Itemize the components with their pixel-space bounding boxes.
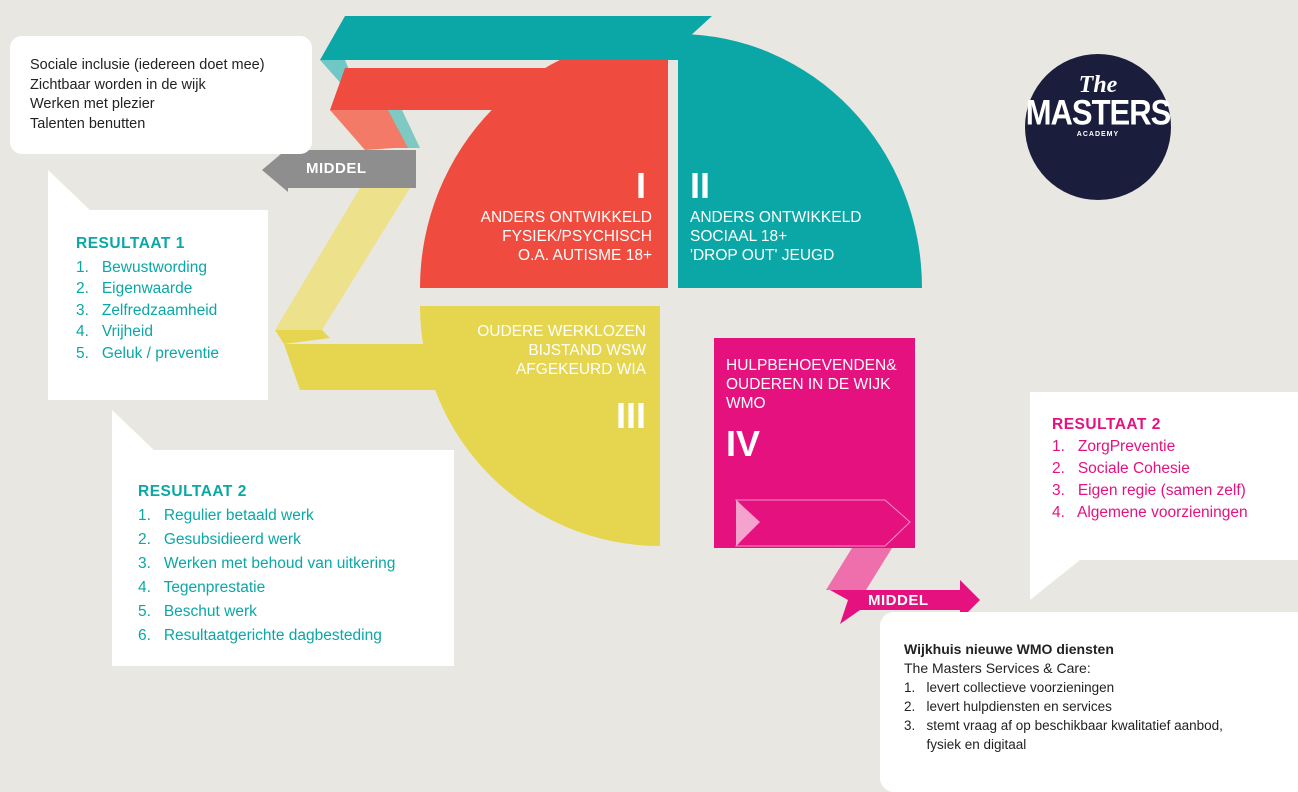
yellow-ribbon — [284, 344, 520, 390]
quadrant-1-line: FYSIEK/PSYCHISCH — [502, 228, 652, 245]
wijkhuis-item: fysiek en digitaal — [904, 737, 1027, 752]
middel-right-box — [830, 580, 980, 624]
yellow-band-lower — [275, 330, 330, 344]
quadrant-4-line: WMO — [726, 395, 766, 412]
top-goals-list: Sociale inclusie (iedereen doet mee) Zic… — [30, 56, 265, 134]
resultaat-2-right-item: 2. Sociale Cohesie — [1052, 460, 1190, 477]
resultaat-1-item: 2. Eigenwaarde — [76, 280, 193, 297]
quadrant-1-line: ANDERS ONTWIKKELD — [480, 209, 652, 226]
top-ribbon — [320, 16, 712, 60]
logo-masters: MASTERS — [1025, 92, 1172, 133]
pink-diagonal — [826, 548, 892, 590]
quadrant-2-line: ANDERS ONTWIKKELD — [690, 209, 862, 226]
quadrant-2-text: ANDERS ONTWIKKELD SOCIAAL 18+ 'DROP OUT'… — [690, 208, 861, 265]
quadrant-1-text: ANDERS ONTWIKKELD FYSIEK/PSYCHISCH O.A. … — [481, 208, 652, 265]
quadrant-2-line: 'DROP OUT' JEUGD — [690, 247, 835, 264]
quadrant-3-numeral: III — [615, 395, 646, 436]
resultaat-2-left-title: RESULTAAT 2 — [138, 483, 247, 500]
resultaat-2-right-box — [1030, 392, 1298, 560]
bubble-tail-1 — [48, 170, 92, 212]
quadrant-2-numeral: II — [690, 165, 711, 206]
wijkhuis-subtitle: The Masters Services & Care: — [904, 660, 1091, 676]
resultaat-2-right-item: 3. Eigen regie (samen zelf) — [1052, 482, 1246, 499]
yellow-band — [275, 188, 410, 330]
pink-ribbon — [734, 499, 911, 547]
quadrant-3-line: OUDERE WERKLOZEN — [477, 323, 646, 340]
wijkhuis-title: Wijkhuis nieuwe WMO diensten — [904, 641, 1114, 657]
quadrant-4-text: HULPBEHOEVENDEN& OUDEREN IN DE WIJK WMO — [726, 356, 897, 413]
resultaat-2-right: RESULTAAT 2 1. ZorgPreventie 2. Sociale … — [1052, 414, 1248, 524]
logo-circle — [1025, 54, 1171, 200]
resultaat-1-item: 5. Geluk / preventie — [76, 344, 220, 362]
middel-left-label: MIDDEL — [306, 160, 367, 177]
pink-ribbon-inner — [736, 500, 760, 546]
resultaat-2-left-item: 6. Resultaatgerichte dagbesteding — [138, 627, 382, 644]
quadrant-1-line: O.A. AUTISME 18+ — [518, 247, 652, 264]
resultaat-1-item: 3. Zelfredzaamheid — [76, 301, 218, 319]
top-goal-item: Zichtbaar worden in de wijk — [30, 76, 206, 93]
resultaat-1: RESULTAAT 1 1. Bewustwording 2. Eigenwaa… — [76, 233, 219, 364]
resultaat-1-title: RESULTAAT 1 — [76, 235, 185, 252]
wijkhuis-item: 1. levert collectieve voorzieningen — [904, 680, 1115, 695]
bubble-tail-2 — [112, 410, 156, 452]
red-ribbon — [330, 68, 560, 110]
wijkhuis-box — [880, 612, 1298, 792]
resultaat-1-box — [48, 210, 268, 400]
resultaat-2-left-item: 5. Beschut werk — [138, 603, 257, 620]
quadrant-2-shape — [678, 34, 922, 288]
quadrant-4-numeral: IV — [726, 423, 761, 464]
logo-the: The — [1078, 72, 1118, 98]
resultaat-2-left-item: 4. Tegenprestatie — [138, 579, 266, 596]
resultaat-2-right-item: 4. Algemene voorzieningen — [1052, 504, 1248, 521]
top-goal-item: Werken met plezier — [30, 96, 155, 112]
resultaat-2-left-item: 2. Gesubsidieerd werk — [138, 531, 301, 548]
resultaat-2-left-box — [112, 450, 454, 666]
logo-academy: ACADEMY — [1076, 131, 1120, 138]
top-goal-item: Talenten benutten — [30, 115, 146, 132]
quadrant-3-line: AFGEKEURD WIA — [515, 361, 646, 378]
quadrant-4-line: HULPBEHOEVENDEN& — [726, 357, 897, 374]
quadrant-4-line: OUDEREN IN DE WIJK — [726, 376, 891, 393]
middel-left-box — [284, 150, 416, 188]
wijkhuis-item: 3. stemt vraag af op beschikbaar kwalita… — [904, 718, 1223, 733]
middel-right-label: MIDDEL — [868, 592, 929, 609]
top-goals-box — [10, 36, 312, 154]
wijkhuis: Wijkhuis nieuwe WMO diensten The Masters… — [904, 640, 1223, 754]
quadrant-2-line: SOCIAAL 18+ — [690, 228, 788, 245]
red-ribbon-tip — [388, 110, 420, 148]
resultaat-2-left-item: 1. Regulier betaald werk — [138, 507, 314, 524]
quadrant-1-shape — [420, 34, 668, 288]
logo: The MASTERS ACADEMY — [1025, 72, 1172, 140]
resultaat-2-left-item: 3. Werken met behoud van uitkering — [138, 555, 396, 572]
quadrant-1-numeral: I — [636, 165, 647, 206]
quadrant-3-text: OUDERE WERKLOZEN BIJSTAND WSW AFGEKEURD … — [477, 322, 646, 379]
top-goal-item: Sociale inclusie (iedereen doet mee) — [30, 57, 265, 73]
resultaat-2-right-item: 1. ZorgPreventie — [1052, 438, 1176, 455]
quadrant-3-line: BIJSTAND WSW — [528, 342, 646, 359]
resultaat-2-right-title: RESULTAAT 2 — [1052, 416, 1161, 433]
resultaat-1-item: 4. Vrijheid — [76, 323, 153, 340]
wijkhuis-item: 2. levert hulpdiensten en services — [904, 699, 1112, 714]
bubble-tail-3 — [1030, 560, 1080, 600]
resultaat-1-item: 1. Bewustwording — [76, 258, 207, 276]
red-ribbon-fold — [330, 110, 420, 150]
resultaat-2-left: RESULTAAT 2 1. Regulier betaald werk 2. … — [138, 480, 395, 648]
